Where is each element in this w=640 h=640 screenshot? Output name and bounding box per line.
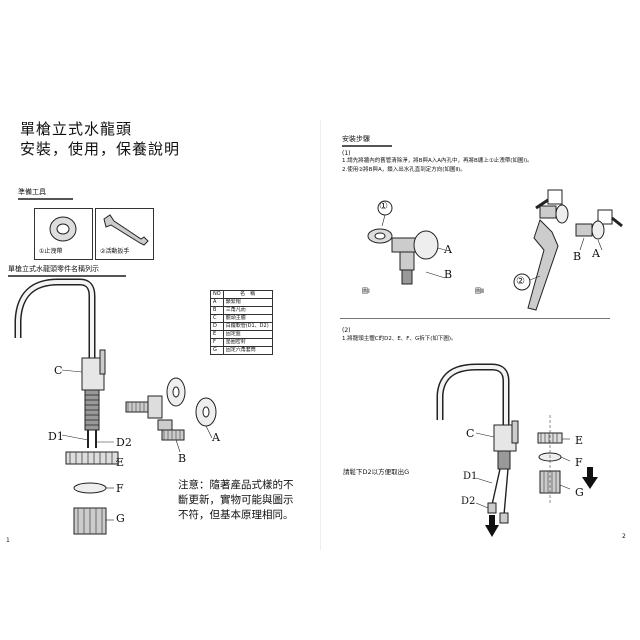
- circle-1-label: ①: [379, 201, 388, 212]
- label-C: C: [54, 364, 63, 377]
- remove-note: 請鬆下D2以方便取出G: [343, 468, 410, 476]
- page-number-right: 2: [622, 533, 626, 540]
- step1-number: (1): [342, 150, 351, 157]
- table-cell: 固定六角套筒: [222, 346, 273, 355]
- page-divider: [320, 120, 321, 550]
- page-number-left: 1: [6, 537, 10, 544]
- fig1-caption: 圖Ⅰ: [362, 288, 370, 295]
- label-E: E: [116, 456, 125, 469]
- step2-number: (2): [342, 327, 351, 334]
- label-G: G: [116, 512, 125, 525]
- parts-heading: 單槍立式水龍頭零件名稱列示: [8, 264, 126, 277]
- step-divider: [340, 318, 610, 319]
- step1-line1: 1.請先將牆內的舊管清除淨，將B與A入A內孔中，再將B纏上①止洩帶(如圖Ⅰ)。: [342, 158, 533, 164]
- tool1-caption: ①止洩帶: [39, 248, 63, 255]
- faucet-parts-illustration: [14, 278, 217, 535]
- fig1-label-B: B: [444, 268, 453, 281]
- tool-box-wrench: ②活動扳手: [95, 208, 154, 260]
- step1-illustration: [367, 189, 623, 311]
- step2-label-G: G: [575, 486, 584, 499]
- label-B: B: [178, 452, 187, 465]
- fig1-label-A: A: [444, 243, 452, 256]
- document-title-line1: 單槍立式水龍頭: [20, 120, 133, 138]
- step2-label-F: F: [575, 456, 583, 469]
- label-D1: D1: [48, 430, 64, 443]
- step2-line: 1.將龍頭主體C的D2、E、F、G拆下(如下圖)。: [342, 336, 457, 342]
- label-D2: D2: [116, 436, 132, 449]
- tape-icon: [49, 216, 77, 242]
- product-note: 注意：隨著產品式樣的不斷更新，實物可能與圖示不符，但基本原理相同。: [178, 479, 294, 521]
- fig2-label-B: B: [573, 250, 582, 263]
- tools-heading: 準備工具: [18, 187, 73, 200]
- tool2-caption: ②活動扳手: [100, 248, 130, 255]
- fig2-caption: 圖Ⅱ: [475, 288, 484, 295]
- step1-line2: 2.使用②將B與A，鎖入出水孔直到定方向(如圖Ⅱ)。: [342, 167, 466, 173]
- step2-label-D1: D1: [463, 471, 478, 482]
- label-F: F: [116, 482, 124, 495]
- label-A: A: [212, 431, 220, 444]
- fig2-label-A: A: [592, 247, 600, 260]
- step2-label-C: C: [466, 427, 475, 440]
- tool-box-tape: ①止洩帶: [34, 208, 93, 260]
- document-title-line2: 安裝，使用，保養說明: [20, 140, 181, 158]
- wrench-icon: [103, 214, 149, 246]
- step2-label-D2: D2: [461, 496, 476, 507]
- circle-2-label: ②: [516, 276, 525, 287]
- steps-heading: 安裝步驟: [342, 134, 392, 147]
- step2-illustration: [436, 363, 598, 537]
- step2-label-E: E: [575, 434, 584, 447]
